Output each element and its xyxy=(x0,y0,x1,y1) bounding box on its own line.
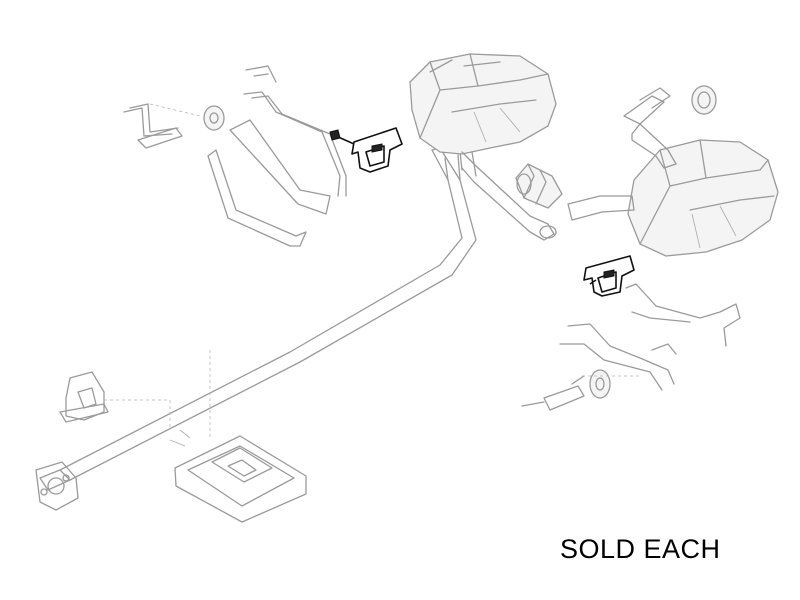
heat-shield-plate xyxy=(169,350,307,523)
exhaust-rubber-mount-lower xyxy=(583,255,635,297)
front-flange xyxy=(35,461,79,511)
exhaust-rubber-mount-upper xyxy=(329,127,403,173)
left-hanger-assembly xyxy=(123,65,347,247)
center-exhaust-pipe xyxy=(39,147,477,491)
sold-each-label: SOLD EACH xyxy=(560,534,721,564)
pipe-clamp xyxy=(515,163,563,209)
rear-silencer xyxy=(567,85,779,257)
front-hanger-bracket xyxy=(59,371,171,430)
right-hanger-assembly xyxy=(521,283,741,411)
middle-silencer xyxy=(409,53,557,241)
